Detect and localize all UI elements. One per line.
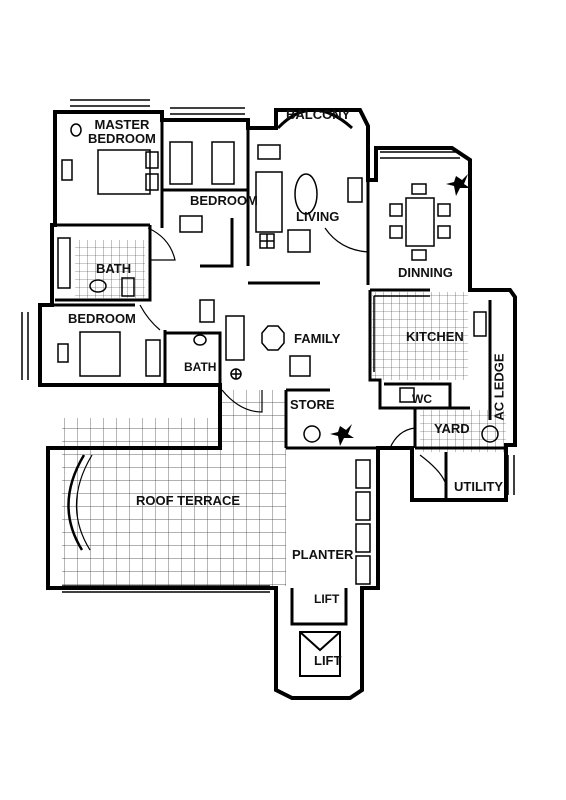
family-furniture xyxy=(199,299,311,377)
lift-top-label: LIFT xyxy=(314,592,340,606)
utility-label: UTILITY xyxy=(454,479,504,494)
balcony-label: BALCONY xyxy=(286,107,351,122)
roof-terrace-bay xyxy=(67,454,86,551)
lift-shafts xyxy=(299,631,341,677)
dinning-label: DINNING xyxy=(398,265,453,280)
living-label: LIVING xyxy=(296,209,340,224)
roof-terrace-label: ROOF TERRACE xyxy=(136,493,240,508)
dining-furniture xyxy=(389,183,451,261)
master-bedroom-label: MASTER BEDROOM xyxy=(88,117,156,146)
yard-floor xyxy=(420,410,506,452)
interior-walls xyxy=(40,112,506,626)
door-swings xyxy=(139,227,446,483)
kitchen-label: KITCHEN xyxy=(406,329,464,344)
bedroom-left-bed xyxy=(57,331,161,377)
kitchen-floor xyxy=(372,292,468,380)
yard-label: YARD xyxy=(434,421,470,436)
balcony-arc xyxy=(276,108,354,130)
terrace-strip-floor xyxy=(222,390,286,420)
lift-bottom-label: LIFT xyxy=(314,653,342,668)
bedroom-top-label: BEDROOM xyxy=(190,193,258,208)
planter-boxes xyxy=(355,459,371,585)
store-label: STORE xyxy=(290,397,335,412)
master-bed xyxy=(61,123,159,195)
bedroom-top-beds xyxy=(169,141,235,233)
family-label: FAMILY xyxy=(294,331,341,346)
ac-ledge-label: AC LEDGE xyxy=(491,353,507,421)
bath-top-label: BATH xyxy=(96,261,132,276)
windows xyxy=(21,99,515,593)
bath-fixtures xyxy=(57,237,242,380)
wc-label: WC xyxy=(412,392,432,406)
planter-label: PLANTER xyxy=(292,547,354,562)
living-furniture xyxy=(255,144,363,253)
bedroom-left-label: BEDROOM xyxy=(68,311,136,326)
plant-symbols xyxy=(330,174,470,446)
kitchen-counters xyxy=(303,295,499,443)
bath-mid-label: BATH xyxy=(184,360,217,374)
